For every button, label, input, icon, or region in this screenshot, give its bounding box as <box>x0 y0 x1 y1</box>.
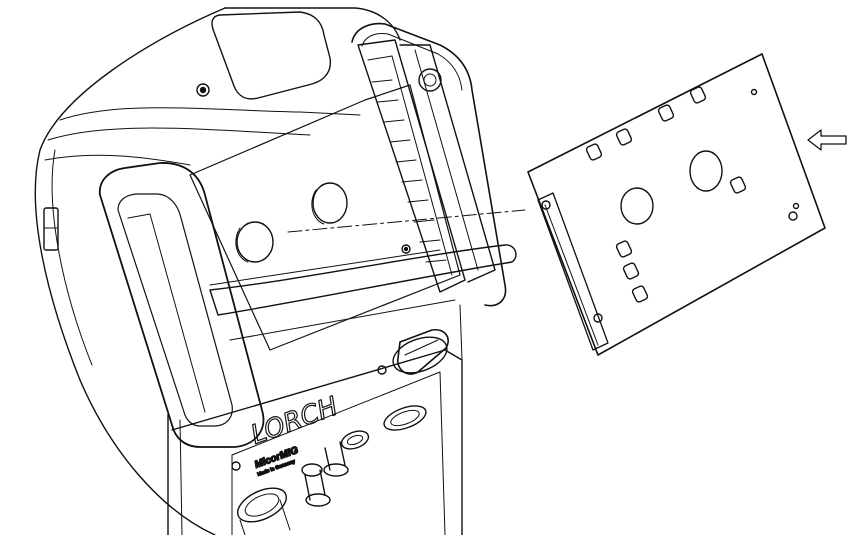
plate-cutout <box>622 262 640 280</box>
plate-hole <box>788 211 798 221</box>
rear-handle-post <box>351 22 507 307</box>
rotary-knob <box>392 328 449 375</box>
flange-hole <box>541 200 551 210</box>
lid-panel <box>211 11 332 100</box>
brand-logo-text: LORCH <box>247 392 342 451</box>
side-slot <box>43 207 59 251</box>
cover-plate-outline <box>527 53 826 356</box>
panel-screw <box>377 365 387 375</box>
housing-outer-curve <box>34 7 226 535</box>
connector-fitting <box>301 441 349 507</box>
plate-cutout <box>729 176 747 194</box>
torch-socket <box>237 487 291 535</box>
cavity-screw-center <box>403 246 409 252</box>
plate-hole <box>792 202 800 210</box>
handle-bar <box>209 244 517 316</box>
flange-hole <box>593 313 603 323</box>
plate-round-opening <box>689 150 723 192</box>
top-screw-center <box>199 86 207 94</box>
cavity-floor-line <box>229 299 456 341</box>
front-handle-frame <box>98 162 265 448</box>
top-surface-line <box>59 107 361 121</box>
housing-top-edge <box>224 7 401 41</box>
plate-round-opening <box>620 187 654 225</box>
top-screw <box>196 83 210 97</box>
top-surface-line <box>44 154 191 166</box>
power-socket <box>383 405 427 431</box>
side-cover-plate <box>527 53 826 356</box>
plate-hole <box>750 88 758 96</box>
plate-cutout <box>585 143 603 161</box>
plate-cutout <box>631 285 649 303</box>
plate-cutout <box>615 128 633 146</box>
handle-bolt <box>418 68 442 92</box>
guide-rail <box>357 39 496 293</box>
gas-socket <box>340 430 370 450</box>
plate-cutout <box>657 104 675 122</box>
cover-plate-flange <box>537 192 609 351</box>
machine-housing: LORCH MicorMIG Made in Germany <box>34 7 526 535</box>
plate-cutout <box>689 86 707 104</box>
mounting-boss <box>311 182 348 225</box>
hollow-arrow-left-icon <box>807 129 847 151</box>
plate-cutout <box>615 240 633 258</box>
panel-screw <box>231 461 241 471</box>
mounting-boss <box>235 221 274 263</box>
front-panel <box>167 304 463 535</box>
assembly-axis-line <box>287 209 526 233</box>
top-surface-line <box>47 127 311 141</box>
cavity-floor-line <box>209 249 441 286</box>
cavity-screw <box>401 244 411 254</box>
inner-cavity <box>189 84 461 351</box>
housing-inner-curve <box>51 149 93 366</box>
